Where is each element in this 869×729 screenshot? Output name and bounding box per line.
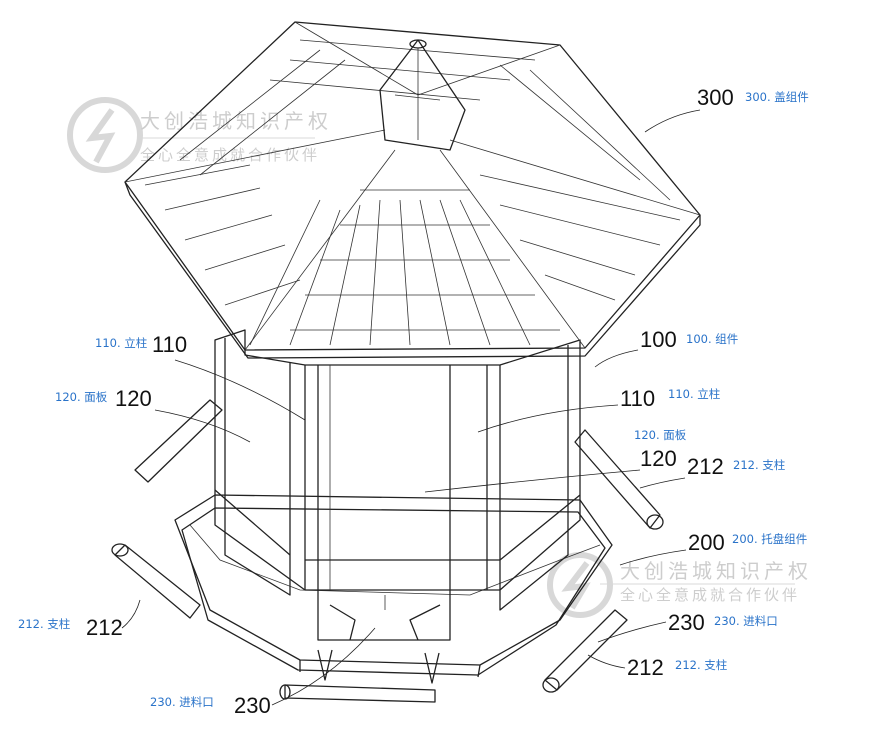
caption-120-right: 120. 面板 — [634, 428, 687, 442]
svg-text:大创浩城知识产权: 大创浩城知识产权 — [620, 559, 812, 583]
label-212-bottom-right: 212 — [627, 655, 664, 680]
svg-text:大创浩城知识产权: 大创浩城知识产权 — [140, 109, 332, 133]
caption-110-left: 110. 立柱 — [95, 336, 148, 350]
label-110-right: 110 — [620, 386, 655, 411]
caption-212-bottom-right: 212. 支柱 — [675, 658, 728, 672]
tray-assembly — [174, 494, 613, 684]
label-100: 100 — [640, 327, 677, 352]
caption-120-left: 120. 面板 — [55, 390, 108, 404]
label-110-left: 110 — [152, 332, 187, 357]
label-120-right: 120 — [640, 446, 677, 471]
label-300: 300 — [697, 85, 734, 110]
feeder-body — [214, 329, 581, 641]
label-120-left: 120 — [115, 386, 152, 411]
label-230-bottom: 230 — [234, 693, 271, 718]
caption-230-right: 230. 进料口 — [714, 614, 778, 628]
caption-212-left: 212. 支柱 — [18, 617, 71, 631]
cover-assembly — [124, 21, 701, 359]
watermark-bottom-right: 大创浩城知识产权 全心全意成就合作伙伴 — [547, 552, 812, 618]
caption-110-right: 110. 立柱 — [668, 387, 721, 401]
caption-300: 300. 盖组件 — [745, 90, 809, 104]
labels: 300 300. 盖组件 110. 立柱 110 100 100. 组件 120… — [18, 85, 809, 718]
label-200: 200 — [688, 530, 725, 555]
caption-212-right: 212. 支柱 — [733, 458, 786, 472]
caption-100: 100. 组件 — [686, 332, 738, 346]
caption-200: 200. 托盘组件 — [732, 532, 807, 546]
leader-lines — [121, 109, 701, 706]
label-230-right: 230 — [668, 610, 705, 635]
supports — [111, 399, 664, 703]
svg-text:全心全意成就合作伙伴: 全心全意成就合作伙伴 — [140, 146, 320, 164]
label-212-right: 212 — [687, 454, 724, 479]
svg-text:全心全意成就合作伙伴: 全心全意成就合作伙伴 — [620, 586, 800, 604]
watermark-top-left: 大创浩城知识产权 全心全意成就合作伙伴 — [67, 97, 332, 173]
label-212-left: 212 — [86, 615, 123, 640]
caption-230-bottom: 230. 进料口 — [150, 695, 214, 709]
